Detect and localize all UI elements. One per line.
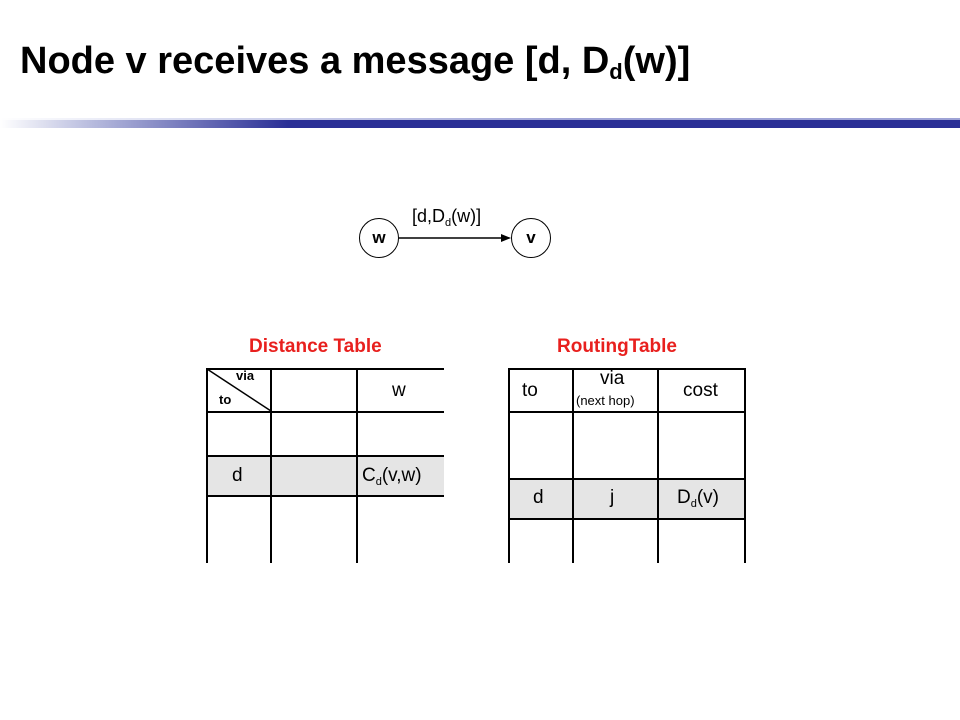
slide-title: Node v receives a message [d, Dd(w)]: [20, 40, 690, 85]
routing-cost-post: (v): [696, 487, 720, 508]
distance-hline-1: [207, 411, 444, 413]
routing-hline-1: [509, 411, 745, 413]
corner-diagonal: [207, 369, 271, 412]
distance-vline-1: [270, 368, 272, 563]
message-sub: d: [445, 217, 452, 229]
routing-hline-top: [509, 368, 745, 370]
distance-table-title: Distance Table: [249, 336, 382, 357]
distance-hline-2: [207, 455, 444, 457]
distance-vline-0: [206, 368, 208, 563]
node-w-label: w: [372, 228, 386, 247]
title-subscript: d: [609, 59, 623, 84]
distance-cost-pre: C: [362, 465, 376, 486]
routing-hline-2: [509, 478, 745, 480]
routing-row-cost: Dd(v): [677, 487, 719, 510]
distance-header-w: w: [392, 380, 406, 401]
distance-cost-post: (v,w): [381, 465, 422, 486]
message-label: [d,Dd(w)]: [412, 206, 481, 229]
routing-cost-pre: D: [677, 487, 691, 508]
routing-header-cost: cost: [683, 380, 718, 401]
routing-row-to: d: [533, 487, 544, 508]
routing-header-next-hop: (next hop): [576, 393, 635, 408]
routing-vline-2: [657, 368, 659, 563]
distance-cost-cell: Cd(v,w): [362, 465, 422, 488]
node-w: w: [359, 218, 399, 258]
distance-cost-sub: d: [375, 476, 382, 488]
message-pre: [d,D: [412, 206, 446, 226]
title-end: (w)]: [622, 40, 691, 82]
distance-row-d-label: d: [232, 465, 243, 486]
routing-vline-3: [744, 368, 746, 563]
routing-row-d-shade: [509, 478, 745, 519]
routing-row-via: j: [610, 487, 615, 508]
message-post: (w)]: [451, 206, 482, 226]
title-divider: [0, 118, 960, 128]
arrow-head: [501, 234, 511, 242]
node-v: v: [511, 218, 551, 258]
title-divider-highlight: [0, 118, 960, 120]
distance-row-d-shade: [207, 455, 444, 496]
corner-to: to: [219, 392, 232, 407]
routing-vline-0: [508, 368, 510, 563]
routing-table-title: RoutingTable: [557, 336, 677, 357]
routing-cost-sub: d: [690, 498, 697, 510]
corner-via: via: [236, 368, 255, 383]
node-v-label: v: [526, 228, 536, 247]
routing-header-via: via: [600, 368, 625, 389]
routing-vline-1: [572, 368, 574, 563]
routing-hline-3: [509, 518, 745, 520]
distance-hline-top: [207, 368, 444, 370]
distance-hline-3: [207, 495, 444, 497]
title-main: Node v receives a message [d, D: [20, 40, 610, 82]
distance-vline-2: [356, 368, 358, 563]
routing-header-to: to: [522, 380, 538, 401]
